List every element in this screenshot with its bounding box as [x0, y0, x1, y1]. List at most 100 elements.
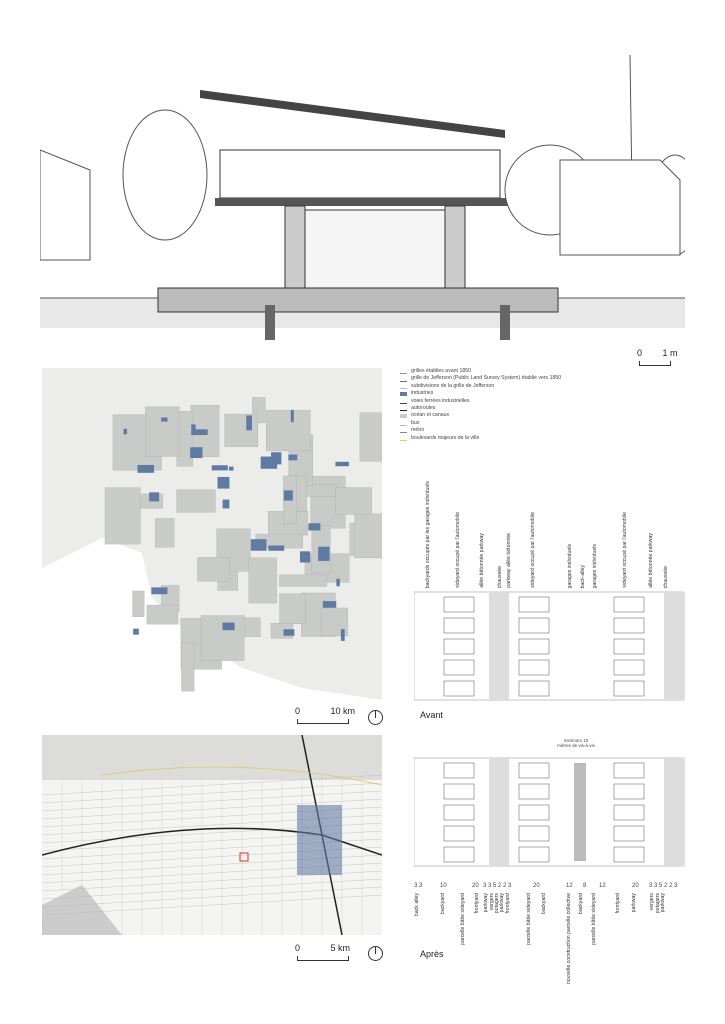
survey-grid: [145, 406, 180, 457]
house: [518, 638, 550, 655]
street: [42, 774, 382, 796]
survey-grid: [146, 604, 179, 625]
industry-area: [288, 454, 298, 461]
house: [443, 804, 475, 821]
house: [613, 825, 645, 842]
street-zone-label: backyard: [578, 893, 584, 915]
legend-label: boulevards majeurs de la ville: [411, 434, 480, 441]
legend-label: subdivisions de la grille de Jefferson: [411, 382, 495, 389]
house: [613, 783, 645, 800]
house: [613, 659, 645, 676]
house: [518, 659, 550, 676]
industry-area: [335, 461, 349, 467]
legend-swatch: [400, 406, 407, 412]
roadway: [664, 592, 684, 700]
industry-area: [137, 464, 155, 473]
survey-grid: [155, 518, 175, 548]
industry-area: [336, 578, 340, 587]
avant-label: Avant: [420, 710, 443, 720]
ground-floor-room: [304, 209, 446, 289]
street-zone-label: allée bétonnée parkway: [479, 533, 485, 588]
boulevard: [101, 766, 382, 786]
scale-zero: 0: [295, 943, 301, 953]
industry-area: [290, 409, 294, 423]
foundation: [265, 305, 275, 340]
survey-grid: [224, 413, 259, 448]
house: [613, 638, 645, 655]
neighbour-house: [40, 149, 91, 261]
width-number: 20: [632, 883, 639, 889]
house: [443, 638, 475, 655]
legend-swatch: [400, 384, 407, 390]
industry-area: [190, 447, 203, 459]
house: [443, 680, 475, 697]
brick-wall: [284, 205, 306, 289]
industry-area: [191, 429, 208, 436]
industry-area: [161, 417, 168, 422]
legend-swatch: [400, 369, 407, 375]
scale-label: 1 m: [662, 348, 678, 358]
map-downtown-infrastructure: [42, 735, 382, 935]
width-number: 3 3: [414, 883, 423, 889]
street-zone-label: nouvelle construction parcelle collectiv…: [566, 893, 572, 985]
survey-grid: [181, 642, 195, 692]
legend-label: bus: [411, 419, 420, 426]
survey-grid: [176, 489, 216, 513]
house: [613, 762, 645, 779]
roadway: [489, 592, 509, 700]
width-number: 10: [440, 883, 447, 889]
legend-item: boulevards majeurs de la ville: [400, 435, 561, 442]
house: [613, 680, 645, 697]
legend-label: grille de Jefferson (Public Land Survey …: [411, 375, 562, 382]
legend-item: industries: [400, 390, 561, 397]
width-number: 8: [583, 883, 587, 889]
survey-grid: [359, 412, 382, 462]
min-distance-note: minimum 10 mètres de vis-à-vis: [557, 738, 595, 748]
industry-area: [123, 428, 128, 435]
street-zone-label: frontyard: [505, 893, 511, 914]
industry-area: [228, 466, 234, 471]
house: [613, 846, 645, 863]
width-number: 20: [533, 883, 540, 889]
industry-area: [283, 629, 295, 636]
hills: [42, 735, 382, 780]
industry-area: [322, 601, 337, 608]
legend-item: voies ferrées industrielles: [400, 398, 561, 405]
legend-item: bus: [400, 420, 561, 427]
street-zone-label: parcelle bâtie sideyard: [460, 893, 466, 945]
roadway: [664, 758, 684, 866]
house: [613, 804, 645, 821]
industry-area: [340, 629, 345, 641]
industry-area: [268, 545, 285, 551]
house: [518, 680, 550, 697]
house: [518, 762, 550, 779]
legend-swatch: [400, 377, 407, 382]
site-marker: [239, 852, 249, 862]
survey-grid: [200, 615, 245, 661]
industry-area: [217, 476, 230, 489]
house: [443, 825, 475, 842]
street: [42, 790, 382, 812]
house: [518, 596, 550, 613]
legend-swatch: [400, 436, 407, 441]
map1-scale-bar: 0 10 km: [295, 706, 355, 724]
legend-swatch: [400, 391, 407, 396]
house: [518, 783, 550, 800]
north-arrow-icon: [368, 710, 383, 725]
house: [443, 846, 475, 863]
industry-area: [318, 546, 330, 561]
industry-area: [211, 465, 228, 471]
industry-area: [149, 492, 160, 502]
industry-area: [151, 587, 168, 595]
scale-label: 5 km: [330, 943, 351, 953]
industry-area: [246, 415, 252, 431]
street: [42, 886, 382, 908]
section-scale-bar: 0 1 m: [637, 348, 678, 366]
street-zone-label: garages individuels: [592, 543, 598, 588]
survey-grid: [132, 590, 145, 617]
survey-grid: [248, 557, 277, 604]
legend-item: autoroutes: [400, 405, 561, 412]
north-arrow-icon: [368, 946, 383, 961]
house: [443, 783, 475, 800]
